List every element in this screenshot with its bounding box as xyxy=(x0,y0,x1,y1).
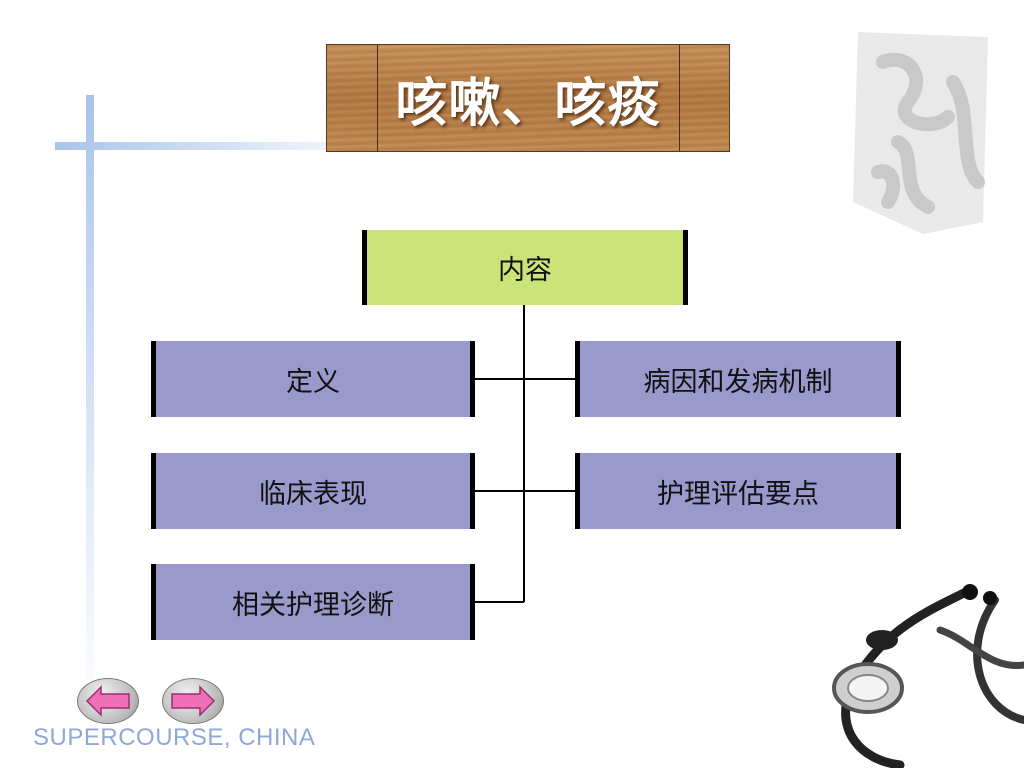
next-slide-button[interactable] xyxy=(162,678,224,724)
diagram-node-clinical-manifestations: 临床表现 xyxy=(151,453,475,529)
diagram-node-etiology-mechanism: 病因和发病机制 xyxy=(575,341,901,417)
prev-slide-button[interactable] xyxy=(77,678,139,724)
calligraphy-watermark-icon xyxy=(853,32,988,234)
decorative-vertical-line xyxy=(86,95,94,715)
diagram-node-definition: 定义 xyxy=(151,341,475,417)
slide-title: 咳嗽、咳痰 xyxy=(395,72,661,134)
diagram-node-nursing-diagnosis: 相关护理诊断 xyxy=(151,564,475,640)
prev-arrow-icon xyxy=(85,685,130,717)
plaque-seam xyxy=(377,45,378,151)
next-arrow-icon xyxy=(171,685,216,717)
stethoscope-icon xyxy=(832,584,1024,768)
decorative-horizontal-line xyxy=(55,142,400,150)
title-plaque: 咳嗽、咳痰 xyxy=(326,44,730,152)
diagram-node-assessment-points: 护理评估要点 xyxy=(575,453,901,529)
plaque-seam xyxy=(679,45,680,151)
brand-footer: SUPERCOURSE, CHINA xyxy=(33,724,316,751)
diagram-root-node: 内容 xyxy=(362,230,688,305)
